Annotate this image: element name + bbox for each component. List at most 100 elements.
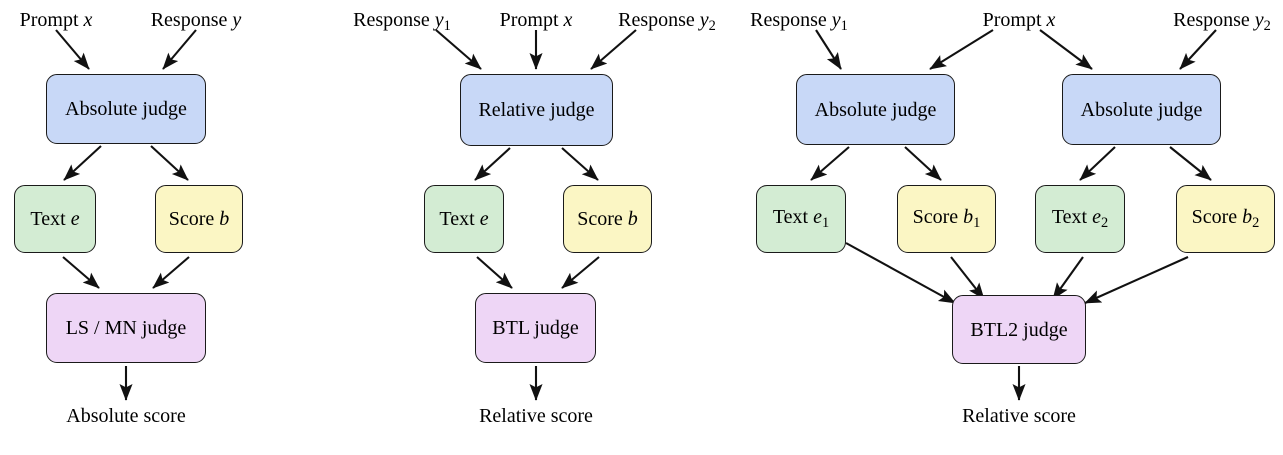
var-subscript: 2 [1252, 215, 1260, 232]
label-text: Prompt [982, 9, 1042, 31]
var-e: e [813, 206, 822, 229]
node-label: Score b [577, 209, 638, 229]
node-label: Score b2 [1192, 207, 1260, 230]
node-label: Score b1 [913, 207, 981, 230]
arrow-response-y1-to-absolute-judge-1 [815, 29, 842, 70]
arrow-relative-judge-to-text [474, 147, 511, 181]
node-label: Relative judge [478, 99, 595, 121]
node-relative-judge-panel2[interactable]: Relative judge [460, 74, 613, 146]
var-y: y [434, 9, 444, 31]
node-btl-judge-panel2[interactable]: BTL judge [475, 293, 596, 363]
var-subscript: 1 [973, 215, 981, 232]
node-label: Absolute judge [814, 98, 937, 121]
var-x: x [83, 9, 93, 31]
var-subscript: 2 [1100, 215, 1109, 232]
arrow-score-to-btl [561, 256, 600, 289]
node-label: Text e1 [773, 207, 829, 230]
var-b: b [963, 206, 974, 229]
arrow-text-to-ls-mn [62, 256, 100, 289]
var-y: y [831, 9, 841, 31]
node-label: Text e [30, 209, 79, 229]
arrow-score-to-ls-mn [152, 256, 190, 289]
arrow-score-b2-to-btl2 [1084, 256, 1189, 304]
input-label-prompt-x-panel3: Prompt x [983, 10, 1056, 30]
node-btl2-judge-panel3[interactable]: BTL2 judge [952, 295, 1086, 364]
var-b: b [1242, 206, 1253, 229]
node-text-e-panel2[interactable]: Text e [424, 185, 504, 253]
var-e: e [70, 208, 80, 230]
input-label-response-y2-panel2: Response y2 [618, 10, 716, 33]
var-y: y [232, 9, 242, 31]
input-label-prompt-x-panel1: Prompt x [20, 10, 93, 30]
arrow-relative-judge-to-score [561, 147, 599, 181]
output-label-relative-score-panel3: Relative score [962, 406, 1076, 426]
input-label-response-y1-panel3: Response y1 [750, 10, 848, 33]
arrow-prompt-to-absolute-judge [55, 29, 90, 70]
node-label: Score b [169, 209, 230, 229]
arrow-prompt-to-absolute-judge-2 [1039, 29, 1093, 70]
label-text: Text [30, 208, 66, 230]
node-text-e-panel1[interactable]: Text e [14, 185, 96, 253]
node-text-e2-panel3[interactable]: Text e2 [1035, 185, 1125, 253]
input-label-response-y2-panel3: Response y2 [1173, 10, 1271, 33]
var-x: x [1046, 9, 1056, 31]
label-text: Absolute score [66, 405, 186, 427]
arrow-absolute-judge-to-text [63, 145, 102, 181]
input-label-prompt-x-panel2: Prompt x [500, 10, 573, 30]
arrow-score-b1-to-btl2 [950, 256, 985, 300]
arrow-text-e2-to-btl2 [1052, 256, 1084, 300]
arrow-text-to-btl [476, 256, 513, 289]
node-score-b1-panel3[interactable]: Score b1 [897, 185, 996, 253]
input-label-response-y1-panel2: Response y1 [353, 10, 451, 33]
arrow-response-y2-to-relative-judge [590, 29, 637, 70]
label-text: Text [772, 206, 809, 229]
arrow-absolute-judge-1-to-text-e1 [810, 146, 850, 181]
label-text: Relative score [479, 405, 593, 427]
node-label: BTL judge [492, 317, 579, 339]
label-text: Text [439, 208, 475, 230]
var-subscript: 1 [821, 215, 830, 232]
node-score-b2-panel3[interactable]: Score b2 [1176, 185, 1275, 253]
label-text: Prompt [19, 9, 79, 31]
node-label: Text e [439, 209, 488, 229]
var-subscript: 2 [708, 18, 716, 35]
arrow-absolute-judge-to-score [150, 145, 189, 181]
arrow-response-to-absolute-judge [162, 29, 197, 70]
var-subscript: 1 [443, 18, 451, 35]
var-subscript: 1 [840, 18, 848, 35]
label-text: Response [750, 9, 827, 31]
arrow-response-y1-to-relative-judge [435, 29, 482, 70]
var-b: b [219, 208, 230, 230]
label-text: Score [912, 206, 959, 229]
input-label-response-y-panel1: Response y [151, 10, 242, 30]
arrow-absolute-judge-2-to-score-b2 [1169, 146, 1212, 181]
node-absolute-judge-1-panel3[interactable]: Absolute judge [796, 74, 955, 145]
node-text-e1-panel3[interactable]: Text e1 [756, 185, 846, 253]
node-absolute-judge-2-panel3[interactable]: Absolute judge [1062, 74, 1221, 145]
var-y: y [1254, 9, 1264, 31]
label-text: Score [1191, 206, 1238, 229]
var-e: e [1092, 206, 1101, 229]
var-e: e [479, 208, 489, 230]
var-y: y [699, 9, 709, 31]
label-text: Response [353, 9, 430, 31]
arrow-response-y2-to-absolute-judge-2 [1179, 29, 1217, 70]
node-label: BTL2 judge [970, 318, 1068, 341]
var-x: x [563, 9, 573, 31]
label-text: Score [577, 208, 623, 230]
node-label: Absolute judge [1080, 98, 1203, 121]
arrow-absolute-judge-1-to-score-b1 [904, 146, 942, 181]
var-subscript: 2 [1263, 18, 1271, 35]
output-label-absolute-score-panel1: Absolute score [66, 406, 185, 426]
node-ls-mn-judge-panel1[interactable]: LS / MN judge [46, 293, 206, 363]
node-absolute-judge-panel1[interactable]: Absolute judge [46, 74, 206, 144]
node-score-b-panel2[interactable]: Score b [563, 185, 652, 253]
arrow-prompt-to-absolute-judge-1 [929, 29, 994, 70]
label-text: Score [168, 208, 215, 230]
label-text: Prompt [499, 9, 559, 31]
arrow-absolute-judge-2-to-text-e2 [1079, 146, 1116, 181]
node-label: LS / MN judge [65, 317, 187, 339]
node-score-b-panel1[interactable]: Score b [155, 185, 243, 253]
label-text: Response [618, 9, 695, 31]
